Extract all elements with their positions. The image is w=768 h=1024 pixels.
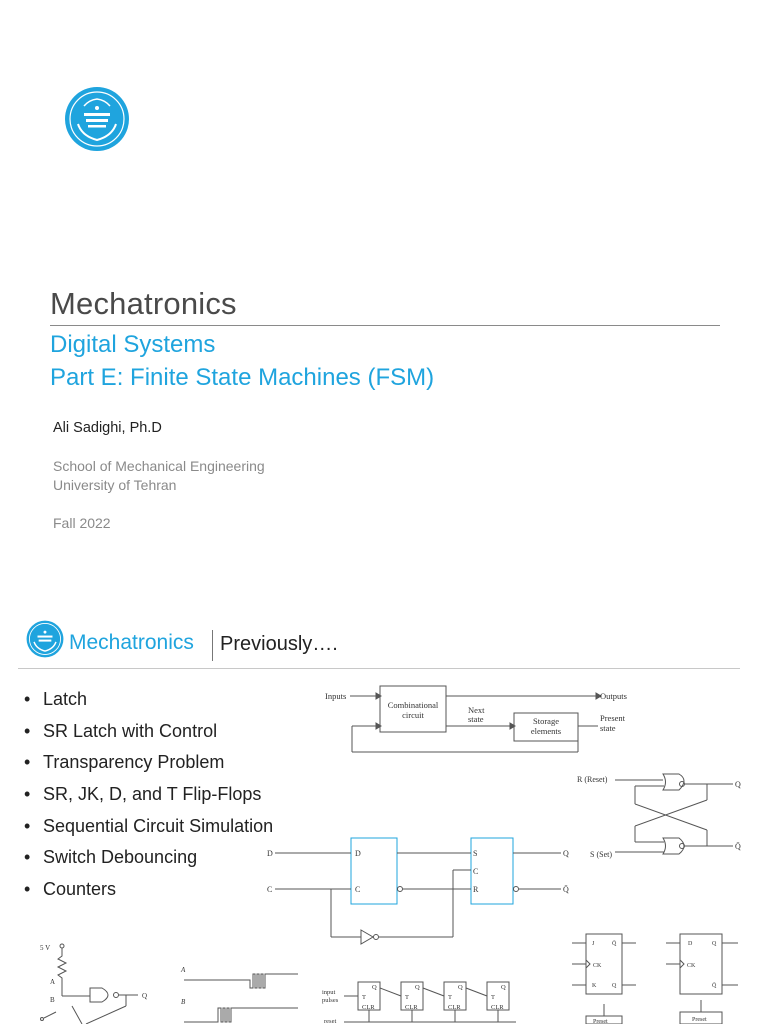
list-item: •Sequential Circuit Simulation [24,813,273,845]
title-slide [0,0,768,600]
diagram-label: Q [735,780,741,789]
list-item: •Counters [24,876,273,908]
diagram-label: CLR [405,1004,418,1011]
diagram-label: Preset [593,1019,608,1024]
university-logo-icon [65,87,129,151]
flip-flop-symbols-diagram: J CK K Q̄ Q Preset D CK Q Q̄ Preset [572,933,738,1024]
diagram-label: J [592,941,595,947]
diagram-label: D [688,941,693,947]
bullet-icon: • [24,689,31,709]
diagram-label: Q [501,984,506,991]
bullet-icon: • [24,784,31,805]
ripple-counter-diagram: input pulses reset Q T CLR Q T CLR Q T C… [322,981,516,1024]
diagram-label: 5 V [40,944,50,952]
debounce-circuit-diagram: 5 V A B Q [40,943,147,1024]
list-item: •SR, JK, D, and T Flip-Flops [24,781,273,813]
diagram-label: Q̄ [563,885,569,894]
diagram-label: elements [531,726,561,736]
slide-separator [0,600,768,606]
diagram-label: Combinational [388,700,439,710]
diagram-label: state [468,714,484,724]
subtitle-line-2: Part E: Finite State Machines (FSM) [50,364,435,391]
diagram-label: input [322,989,336,996]
diagram-label: Preset [692,1017,707,1023]
list-item: •Switch Debouncing [24,844,273,876]
university-name: University of Tehran [53,477,177,493]
diagram-label: Q [563,849,569,858]
diagram-label: CLR [491,1004,504,1011]
slide-title: Mechatronics [50,286,237,321]
list-item: •SR Latch with Control [24,718,273,750]
diagram-label: Q [372,984,377,991]
diagram-label: Present [600,713,626,723]
sequential-circuit-diagram: Inputs Combinational circuit Next state … [325,685,627,753]
diagram-label: T [491,994,495,1001]
list-item: •Latch [24,686,273,718]
topic-list: •Latch •SR Latch with Control •Transpare… [24,686,273,908]
diagram-label: Q [712,941,717,947]
bounce-waveform-diagram: A B [180,966,298,1023]
term-label: Fall 2022 [53,515,111,531]
bullet-icon: • [24,879,31,900]
diagram-label: B [181,998,186,1006]
bullet-icon: • [24,720,31,741]
diagram-label: S (Set) [590,850,612,859]
university-logo-icon [26,620,64,658]
diagram-label: A [180,966,186,974]
diagram-label: circuit [402,710,424,720]
content-slide [0,606,768,1024]
diagram-label: Q [415,984,420,991]
diagram-label: T [405,994,409,1001]
diagram-label: Inputs [325,691,346,701]
list-item: •Transparency Problem [24,749,273,781]
sr-latch-diagram: R (Reset) S (Set) Q Q̄ [577,773,741,859]
header-brand: Mechatronics [69,631,194,654]
bullet-icon: • [24,752,31,773]
subtitle-line-1: Digital Systems [50,331,216,358]
diagram-label: CK [687,963,696,969]
diagram-label: B [50,996,55,1004]
d-latch-diagram: D C D C S C R Q Q̄ [267,837,569,945]
diagram-label: K [592,983,597,989]
header-separator [212,630,213,661]
title-divider [50,325,720,326]
diagram-label: C [267,885,272,894]
diagram-label: reset [324,1018,336,1024]
school-name: School of Mechanical Engineering [53,458,265,474]
diagram-label: D [267,849,273,858]
header-divider [18,668,740,669]
diagram-label: state [600,723,616,733]
diagram-label: A [50,978,55,986]
diagram-label: Next [468,705,485,715]
bullet-icon: • [24,847,31,868]
diagram-label: Q̄ [735,842,741,851]
diagram-label: S [473,849,477,858]
diagram-label: Storage [533,716,559,726]
diagram-label: pulses [322,997,339,1004]
diagram-label: CLR [362,1004,375,1011]
diagram-label: Outputs [600,691,627,701]
diagram-label: Q̄ [612,940,617,947]
diagram-label: D [355,849,361,858]
bullet-icon: • [24,815,31,836]
diagram-label: CK [593,963,602,969]
diagram-label: Q [142,992,147,1000]
diagram-label: T [448,994,452,1001]
diagram-label: Q̄ [712,982,717,989]
diagram-label: Q [458,984,463,991]
slide-heading: Previously…. [220,633,338,655]
diagram-label: C [473,867,478,876]
diagram-label: CLR [448,1004,461,1011]
diagram-label: Q [612,983,617,989]
diagram-label: C [355,885,360,894]
diagram-label: T [362,994,366,1001]
diagram-label: R (Reset) [577,775,608,784]
author-name: Ali Sadighi, Ph.D [53,420,162,436]
diagram-label: R [473,885,479,894]
